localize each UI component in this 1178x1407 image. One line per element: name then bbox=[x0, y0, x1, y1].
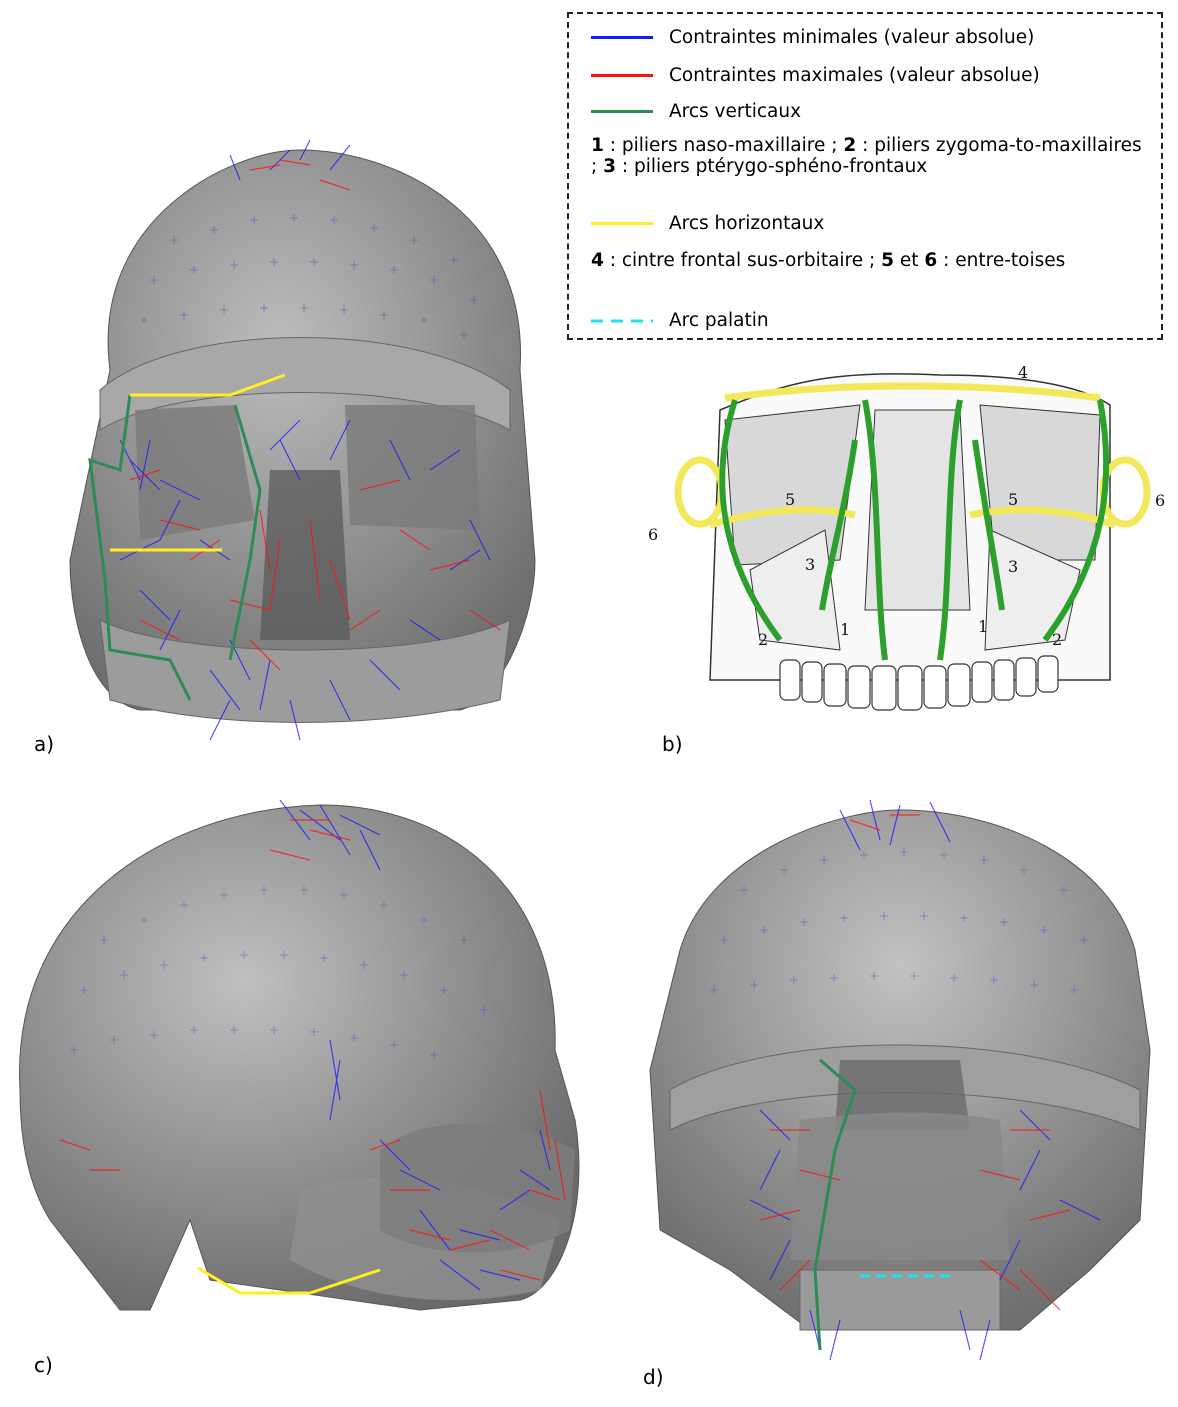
note-text-3: : piliers ptérygo-sphéno-frontaux bbox=[616, 156, 927, 177]
orbit-right bbox=[345, 405, 480, 530]
panel-c: c) bbox=[0, 790, 600, 1350]
note-number-4: 4 bbox=[591, 250, 604, 271]
legend-entry-horizontal-arcs: Arcs horizontaux bbox=[591, 213, 1149, 234]
panel-a-label: a) bbox=[34, 732, 54, 756]
sketch-label-3-right: 3 bbox=[1008, 557, 1018, 576]
note-text-6: : entre-toises bbox=[937, 250, 1065, 271]
sketch-orbit-left bbox=[725, 405, 860, 565]
maxilla-lateral bbox=[380, 1124, 575, 1253]
legend-label-min-stress: Contraintes minimales (valeur absolue) bbox=[669, 27, 1034, 48]
note-text-4: : cintre frontal sus-orbitaire ; bbox=[604, 250, 881, 271]
sketch-label-5-left: 5 bbox=[785, 490, 795, 509]
legend-label-palatal-arc: Arc palatin bbox=[669, 310, 769, 331]
note-text-1: : piliers naso-maxillaire ; bbox=[604, 135, 843, 156]
legend-entry-max-stress: Contraintes maximales (valeur absolue) bbox=[591, 65, 1149, 86]
legend-swatch-max-stress bbox=[591, 74, 653, 77]
sketch-label-1-right: 1 bbox=[978, 617, 988, 636]
legend-box: Contraintes minimales (valeur absolue) C… bbox=[567, 12, 1163, 340]
sketch-label-2-left: 2 bbox=[758, 630, 768, 649]
sketch-label-1-left: 1 bbox=[840, 620, 850, 639]
note-text-5: et bbox=[894, 250, 924, 271]
sketch-label-6-right: 6 bbox=[1155, 491, 1165, 510]
arc-6-left bbox=[678, 460, 722, 524]
skull-lateral-view bbox=[0, 790, 600, 1350]
legend-swatch-palatal-arc bbox=[591, 318, 653, 324]
sketch-label-2-right: 2 bbox=[1052, 630, 1062, 649]
note-number-2: 2 bbox=[843, 135, 856, 156]
skull-frontal-view bbox=[30, 140, 570, 740]
panel-d: d) bbox=[640, 790, 1178, 1370]
palate bbox=[790, 1113, 1010, 1261]
panel-c-label: c) bbox=[34, 1353, 53, 1377]
panel-b: 1 1 2 2 3 3 4 5 5 6 6 b) bbox=[640, 360, 1178, 740]
panel-a: a) bbox=[30, 140, 570, 740]
nasal-cavity bbox=[260, 470, 350, 640]
sketch-label-5-right: 5 bbox=[1008, 490, 1018, 509]
panel-b-label: b) bbox=[662, 732, 683, 756]
legend-swatch-horizontal-arcs bbox=[591, 222, 653, 225]
legend-label-vertical-arcs: Arcs verticaux bbox=[669, 101, 801, 122]
legend-horizontal-arcs-note: 4 : cintre frontal sus-orbitaire ; 5 et … bbox=[591, 250, 1147, 271]
note-number-1: 1 bbox=[591, 135, 604, 156]
legend-entry-palatal-arc: Arc palatin bbox=[591, 310, 1149, 331]
skull-inferior-view bbox=[640, 790, 1178, 1370]
legend-label-horizontal-arcs: Arcs horizontaux bbox=[669, 213, 824, 234]
buttress-sketch: 1 1 2 2 3 3 4 5 5 6 6 bbox=[640, 360, 1178, 740]
note-number-6: 6 bbox=[924, 250, 937, 271]
legend-label-max-stress: Contraintes maximales (valeur absolue) bbox=[669, 65, 1040, 86]
note-number-5: 5 bbox=[881, 250, 894, 271]
legend-swatch-min-stress bbox=[591, 36, 653, 39]
sketch-label-6-left: 6 bbox=[648, 525, 658, 544]
legend-entry-vertical-arcs: Arcs verticaux bbox=[591, 101, 1149, 122]
sketch-label-3-left: 3 bbox=[805, 555, 815, 574]
panel-d-label: d) bbox=[643, 1365, 664, 1389]
sketch-label-4: 4 bbox=[1018, 363, 1028, 382]
mandible-front bbox=[800, 1270, 1000, 1330]
legend-entry-min-stress: Contraintes minimales (valeur absolue) bbox=[591, 27, 1149, 48]
legend-vertical-arcs-note: 1 : piliers naso-maxillaire ; 2 : pilier… bbox=[591, 135, 1147, 177]
legend-swatch-vertical-arcs bbox=[591, 110, 653, 113]
note-number-3: 3 bbox=[603, 156, 616, 177]
